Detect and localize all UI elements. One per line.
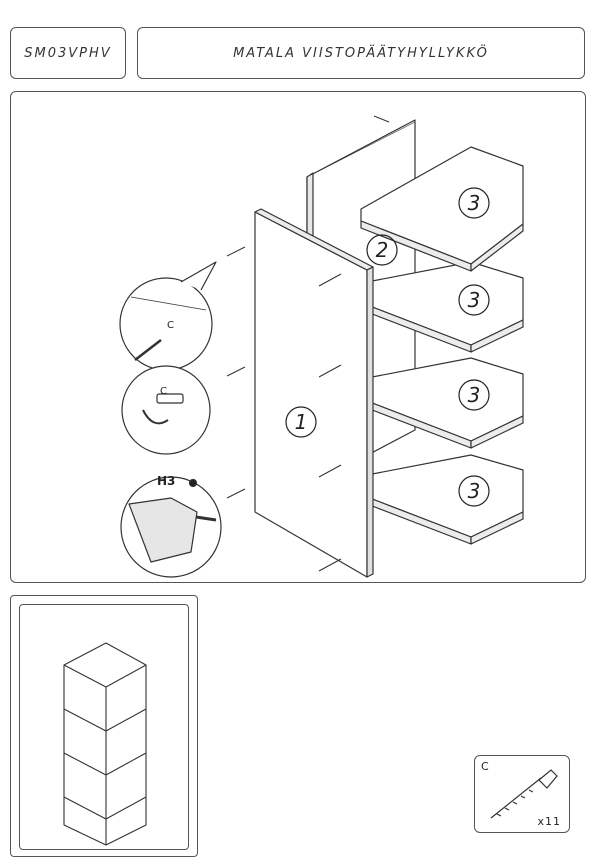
screw-parts-box: C x11 <box>474 755 570 833</box>
screw-icon <box>490 769 558 819</box>
product-title: MATALA VIISTOPÄÄTYHYLLYKKÖ <box>233 45 489 61</box>
overview-panel <box>10 595 198 857</box>
label-panel-1: 1 <box>295 410 308 434</box>
model-code: SM03VPHV <box>24 45 112 61</box>
callout-drill-bit: H3 <box>157 474 175 488</box>
callout-screw-c-mid: C <box>160 386 167 397</box>
shelf-3 <box>366 357 524 449</box>
screw-type-label: C <box>481 760 489 773</box>
label-shelf-3: 3 <box>468 383 481 407</box>
assembly-drawing: 1 2 3 3 3 3 C C H3 <box>119 115 524 578</box>
side-panel <box>254 208 374 578</box>
callout-screw-c-top: C <box>167 320 174 331</box>
screws <box>226 115 390 572</box>
shelf-2 <box>366 261 524 353</box>
title-box: MATALA VIISTOPÄÄTYHYLLYKKÖ <box>137 27 585 79</box>
label-shelf-1: 3 <box>468 191 481 215</box>
shelf-1 <box>360 146 524 272</box>
label-shelf-4: 3 <box>468 479 481 503</box>
detail-callouts <box>119 261 222 578</box>
label-shelf-2: 3 <box>468 288 481 312</box>
assembled-shelf-icon <box>63 642 147 846</box>
shelf-4 <box>366 454 524 545</box>
screw-quantity: x11 <box>537 815 561 828</box>
label-panel-2: 2 <box>376 238 389 262</box>
overview-frame <box>19 604 189 850</box>
assembly-step-panel: 1 2 3 3 3 3 C C H3 <box>10 91 586 583</box>
model-code-box: SM03VPHV <box>10 27 126 79</box>
